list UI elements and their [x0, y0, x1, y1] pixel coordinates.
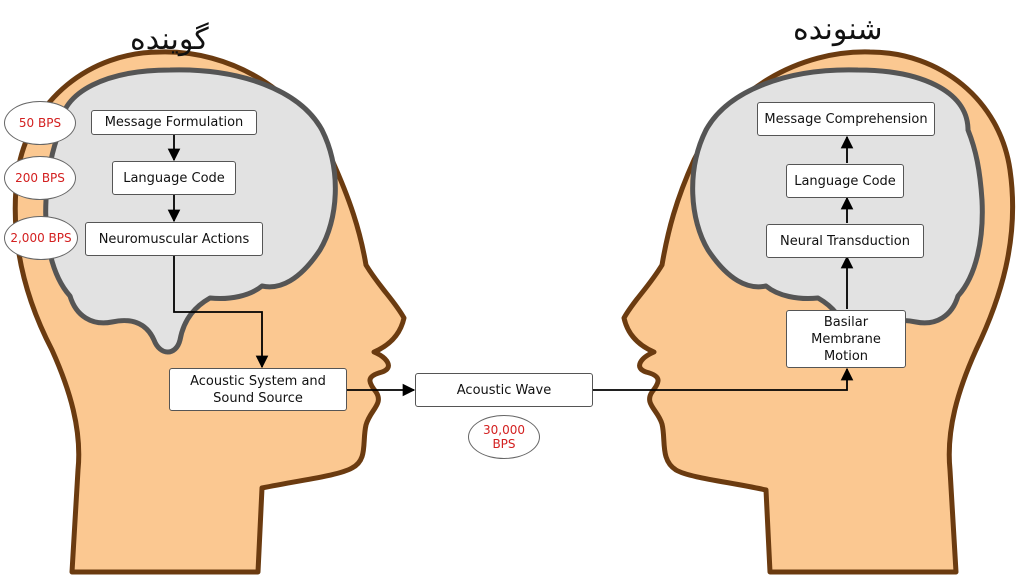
listener-language-code-box: Language Code — [786, 164, 904, 198]
neuromuscular-actions-box: Neuromuscular Actions — [85, 222, 263, 256]
neural-transduction-box: Neural Transduction — [766, 224, 924, 258]
listener-brain — [690, 67, 985, 355]
listener-title: شنونده — [793, 12, 883, 47]
speaker-brain — [43, 67, 338, 355]
acoustic-wave-box: Acoustic Wave — [415, 373, 593, 407]
message-formulation-box: Message Formulation — [91, 110, 257, 135]
rate-badge-200: 200 BPS — [4, 156, 76, 200]
message-comprehension-box: Message Comprehension — [757, 102, 935, 136]
speaker-language-code-box: Language Code — [112, 161, 236, 195]
rate-badge-2000: 2,000 BPS — [4, 216, 78, 260]
rate-badge-50: 50 BPS — [4, 101, 76, 145]
acoustic-system-box: Acoustic System and Sound Source — [169, 368, 347, 411]
arrow-wave-to-basilar — [593, 367, 854, 391]
speaker-title: گوینده — [130, 22, 209, 57]
rate-badge-30000: 30,000 BPS — [468, 415, 540, 459]
basilar-membrane-box: Basilar Membrane Motion — [786, 310, 906, 368]
arrow-neuromuscular-to-acoustic — [173, 256, 269, 369]
